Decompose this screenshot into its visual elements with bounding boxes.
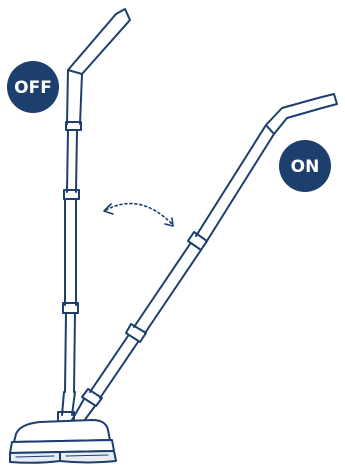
upright-mop-upper-tube bbox=[67, 130, 77, 192]
swing-arrow-curve bbox=[106, 204, 172, 224]
swing-arrow bbox=[104, 204, 173, 226]
mop-head bbox=[10, 420, 116, 463]
tilted-mop-upper-joint bbox=[188, 232, 207, 250]
upright-mop-middle-tube bbox=[65, 199, 76, 305]
upright-mop-bend bbox=[67, 70, 82, 124]
upright-mop-lower-tube bbox=[65, 313, 75, 392]
upright-mop bbox=[58, 9, 130, 422]
on-badge: ON bbox=[279, 140, 331, 192]
tilted-mop-mid-joint bbox=[126, 324, 146, 342]
tilted-mop-middle-tube bbox=[134, 244, 201, 333]
mop-pad-right bbox=[60, 451, 116, 463]
upright-mop-collar bbox=[66, 122, 81, 130]
tilted-mop-grip bbox=[266, 94, 337, 134]
off-label: OFF bbox=[14, 78, 52, 98]
upright-mop-grip bbox=[68, 9, 130, 74]
tilted-mop-upper-tube bbox=[196, 125, 274, 244]
mop-head-body bbox=[14, 420, 110, 442]
off-badge: OFF bbox=[7, 61, 59, 113]
tilted-mop-lower-joint bbox=[82, 389, 102, 406]
on-label: ON bbox=[291, 157, 320, 177]
tilted-mop-lower-tube bbox=[90, 336, 138, 398]
